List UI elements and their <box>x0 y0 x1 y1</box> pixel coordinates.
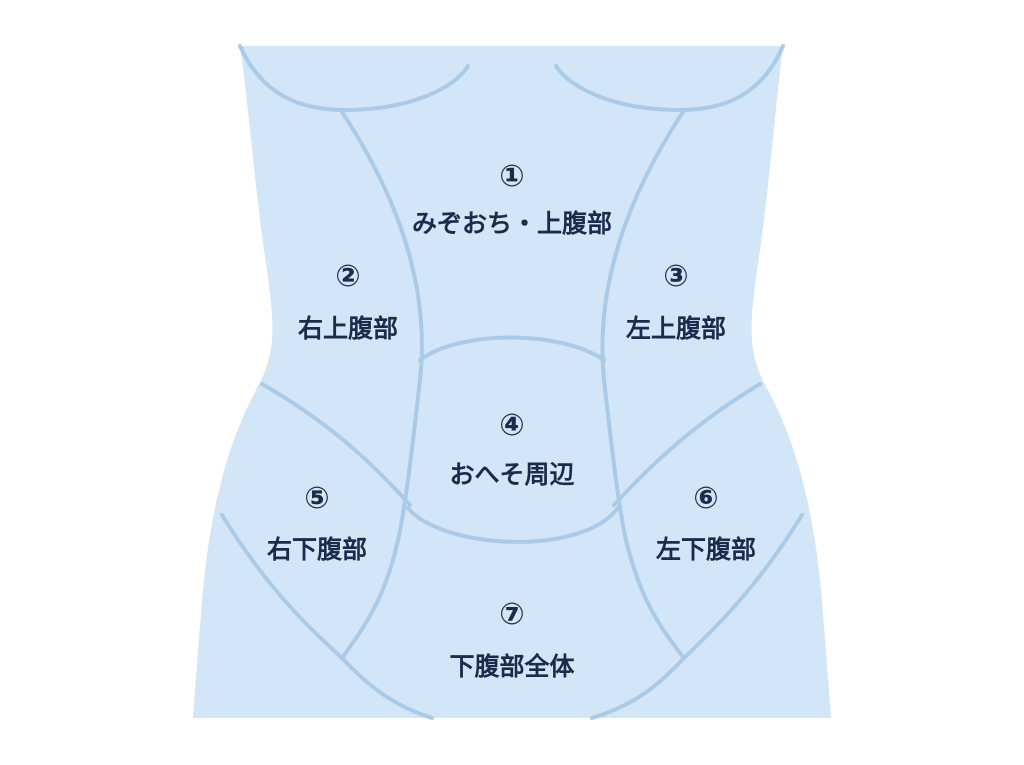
navel-region-bottom-boundary <box>406 506 620 544</box>
region-1: ① みぞおち・上腹部 <box>412 159 612 238</box>
region-3: ③ 左上腹部 <box>626 259 726 343</box>
left-region-boundary <box>600 110 686 660</box>
region-2-label: 右上腹部 <box>298 314 398 343</box>
lower-abdomen-left-boundary <box>590 656 686 720</box>
torso-silhouette <box>193 46 831 718</box>
region-6-number: ⑥ <box>693 481 718 516</box>
right-region-boundary <box>340 110 424 660</box>
region-4: ④ おへそ周辺 <box>449 408 574 489</box>
region-7-label: 下腹部全体 <box>449 652 575 681</box>
left-lower-bottom-boundary <box>682 513 804 660</box>
left-lower-upper-boundary <box>612 382 762 507</box>
region-6: ⑥ 左下腹部 <box>656 481 756 564</box>
region-4-number: ④ <box>499 408 524 443</box>
region-4-label: おへそ周辺 <box>449 460 574 489</box>
right-lower-bottom-boundary <box>220 513 344 660</box>
region-7-number: ⑦ <box>499 597 524 632</box>
right-lower-upper-boundary <box>260 382 412 507</box>
region-2: ② 右上腹部 <box>298 259 398 343</box>
region-5-label: 右下腹部 <box>267 535 367 564</box>
region-5-number: ⑤ <box>304 481 329 516</box>
region-2-number: ② <box>335 259 360 294</box>
right-chest-curve <box>238 44 470 113</box>
navel-region-top-boundary <box>418 335 606 362</box>
region-3-label: 左上腹部 <box>626 314 726 343</box>
region-6-label: 左下腹部 <box>656 535 756 564</box>
region-1-label: みぞおち・上腹部 <box>412 209 612 238</box>
lower-abdomen-right-boundary <box>340 656 434 720</box>
left-chest-curve <box>554 44 785 113</box>
region-7: ⑦ 下腹部全体 <box>449 597 575 681</box>
region-5: ⑤ 右下腹部 <box>267 481 367 564</box>
region-1-number: ① <box>499 159 524 194</box>
region-3-number: ③ <box>663 259 688 294</box>
